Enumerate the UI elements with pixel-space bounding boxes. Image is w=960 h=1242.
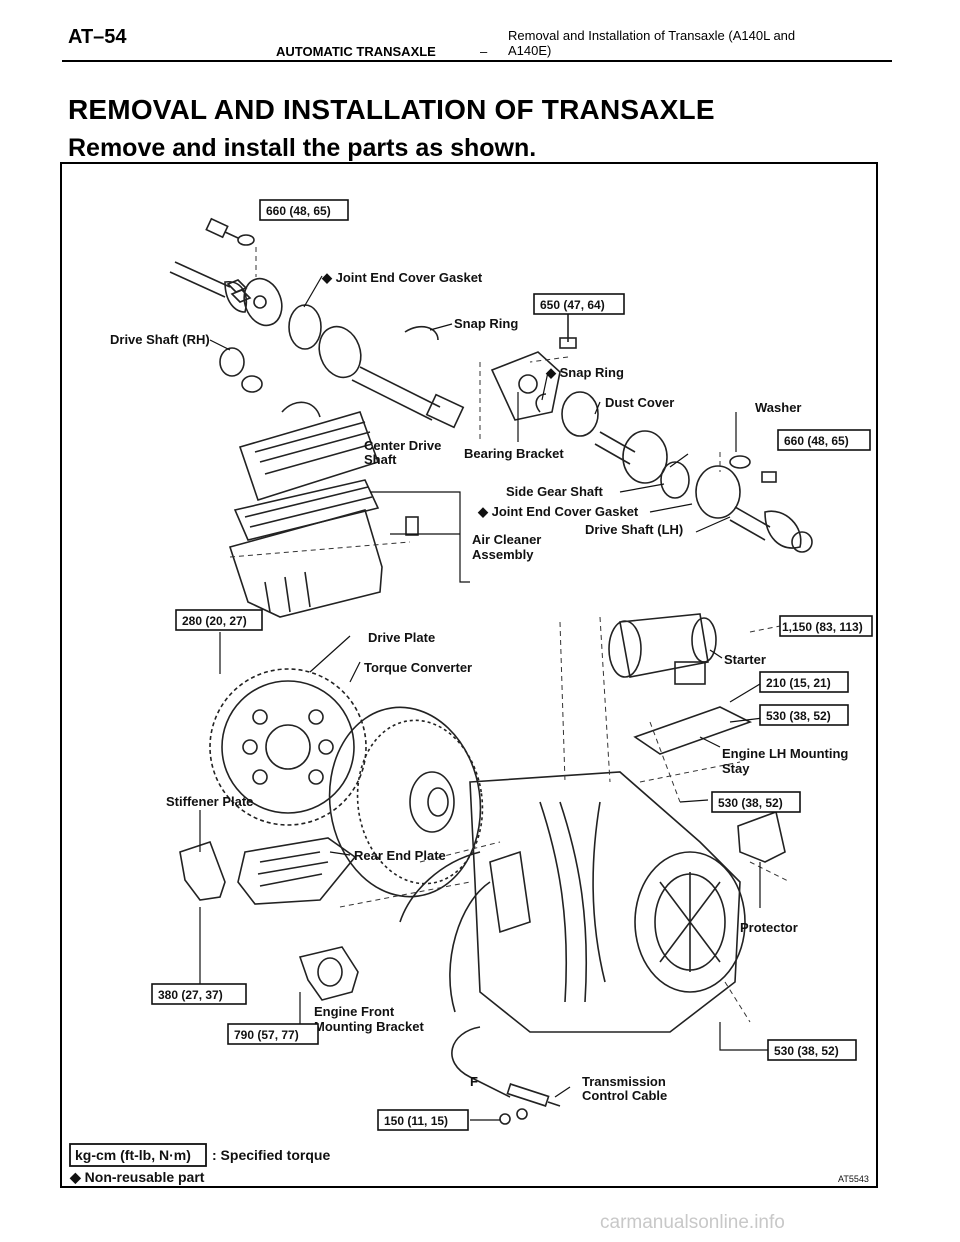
torque-label-3: 660 (48, 65) bbox=[784, 434, 849, 448]
topic-title: Removal and Installation of Transaxle (A… bbox=[508, 28, 796, 58]
page-title: REMOVAL AND INSTALLATION OF TRANSAXLE bbox=[68, 94, 715, 125]
label-rear-end-plate: Rear End Plate bbox=[354, 848, 446, 863]
joint-gasket-1 bbox=[288, 304, 322, 350]
bolt-right bbox=[761, 471, 777, 483]
legend-specified-torque: : Specified torque bbox=[212, 1147, 330, 1163]
label-air-cleaner-1: Air Cleaner bbox=[472, 532, 541, 547]
snap-ring-2 bbox=[535, 393, 547, 413]
torque-label-4: 280 (20, 27) bbox=[182, 614, 247, 628]
stiffener-plate bbox=[179, 840, 226, 901]
torque-label-12: 150 (11, 15) bbox=[384, 1114, 448, 1128]
protector bbox=[737, 810, 786, 863]
label-dust-cover: Dust Cover bbox=[605, 395, 674, 410]
label-engine-lh-2: Stay bbox=[722, 761, 750, 776]
starter bbox=[608, 613, 717, 685]
torque-converter bbox=[328, 706, 484, 898]
label-protector: Protector bbox=[740, 920, 798, 935]
label-drive-shaft-rh: Drive Shaft (RH) bbox=[110, 332, 210, 347]
label-side-gear-shaft: Side Gear Shaft bbox=[506, 484, 603, 499]
torque-label-10: 790 (57, 77) bbox=[234, 1028, 299, 1042]
label-f-mark: F bbox=[470, 1074, 478, 1089]
dust-cover bbox=[561, 391, 599, 437]
torque-label-6: 210 (15, 21) bbox=[766, 676, 831, 690]
torque-label-8: 530 (38, 52) bbox=[718, 796, 783, 810]
label-drive-plate: Drive Plate bbox=[368, 630, 435, 645]
label-cable-2: Control Cable bbox=[582, 1088, 667, 1103]
label-front-mount-2: Mounting Bracket bbox=[314, 1019, 424, 1034]
label-front-mount-1: Engine Front bbox=[314, 1004, 395, 1019]
legend-unit-box bbox=[69, 1143, 207, 1167]
label-engine-lh-1: Engine LH Mounting bbox=[722, 746, 848, 761]
label-drive-shaft-lh: Drive Shaft (LH) bbox=[585, 522, 683, 537]
torque-label-11: 530 (38, 52) bbox=[774, 1044, 839, 1058]
side-gear-shaft bbox=[594, 430, 668, 484]
snap-ring-1 bbox=[404, 325, 439, 341]
figure-code: AT5543 bbox=[838, 1174, 869, 1184]
label-torque-converter: Torque Converter bbox=[364, 660, 472, 675]
joint-gasket-2 bbox=[660, 461, 690, 499]
washer bbox=[729, 455, 751, 469]
mounting-stay bbox=[633, 706, 753, 755]
label-washer: Washer bbox=[755, 400, 801, 415]
page-id: AT–54 bbox=[68, 26, 127, 48]
center-drive-shaft bbox=[318, 325, 465, 429]
torque-label-2: 650 (47, 64) bbox=[540, 298, 605, 312]
label-snap-ring-1: Snap Ring bbox=[454, 316, 518, 331]
header-rule bbox=[62, 60, 892, 62]
exploded-diagram: ◆ Joint End Cover Gasket Drive Shaft (RH… bbox=[60, 162, 878, 1188]
control-cable bbox=[451, 1026, 561, 1107]
drive-shaft-lh bbox=[695, 465, 813, 553]
nut-cable bbox=[499, 1113, 511, 1125]
assembly-lines bbox=[229, 247, 801, 1023]
rear-end-plate bbox=[237, 837, 357, 905]
torque-label-5: 1,150 (83, 113) bbox=[782, 620, 863, 634]
clamp-small bbox=[241, 375, 263, 393]
torque-label-9: 380 (27, 37) bbox=[158, 988, 223, 1002]
clamp-left bbox=[219, 347, 245, 377]
drive-shaft-rh bbox=[169, 261, 283, 327]
label-joint-gasket-2: ◆ Joint End Cover Gasket bbox=[477, 504, 639, 519]
torque-label-1: 660 (48, 65) bbox=[266, 204, 331, 218]
bolt-650 bbox=[559, 312, 577, 349]
torque-label-7: 530 (38, 52) bbox=[766, 709, 831, 723]
label-air-cleaner-2: Assembly bbox=[472, 547, 534, 562]
transaxle-body bbox=[399, 771, 746, 1033]
figure-frame bbox=[60, 162, 878, 1188]
air-filter bbox=[233, 479, 380, 541]
bolt-air-cleaner bbox=[405, 516, 419, 536]
torque-boxes bbox=[151, 199, 873, 1131]
legend-nonreusable: ◆ Non-reusable part bbox=[69, 1169, 205, 1185]
label-starter: Starter bbox=[724, 652, 766, 667]
label-stiffener-plate: Stiffener Plate bbox=[166, 794, 253, 809]
label-cable-1: Transmission bbox=[582, 1074, 666, 1089]
bolt-top-left bbox=[205, 217, 255, 246]
section-name: AUTOMATIC TRANSAXLE bbox=[276, 44, 436, 59]
label-bearing-bracket: Bearing Bracket bbox=[464, 446, 564, 461]
diagram-svg: ◆ Joint End Cover Gasket Drive Shaft (RH… bbox=[60, 162, 878, 1188]
label-snap-ring-2: ◆ Snap Ring bbox=[545, 365, 624, 380]
label-center-drive-2: Shaft bbox=[364, 452, 397, 467]
air-cleaner-lid bbox=[238, 401, 380, 501]
page-header: AT–54 AUTOMATIC TRANSAXLE – Removal and … bbox=[62, 0, 892, 64]
drive-plate bbox=[209, 668, 367, 826]
legend-unit: kg-cm (ft-lb, N·m) bbox=[75, 1147, 191, 1163]
label-joint-gasket-1: ◆ Joint End Cover Gasket bbox=[321, 270, 483, 285]
page-subtitle: Remove and install the parts as shown. bbox=[68, 134, 537, 162]
parts-drawing bbox=[169, 217, 813, 1125]
header-dash: – bbox=[480, 44, 488, 59]
watermark: carmanualsonline.info bbox=[600, 1212, 785, 1233]
label-center-drive-1: Center Drive bbox=[364, 438, 441, 453]
air-cleaner-case bbox=[228, 509, 383, 618]
engine-front-mount bbox=[298, 946, 359, 1001]
bearing-bracket bbox=[490, 351, 561, 421]
